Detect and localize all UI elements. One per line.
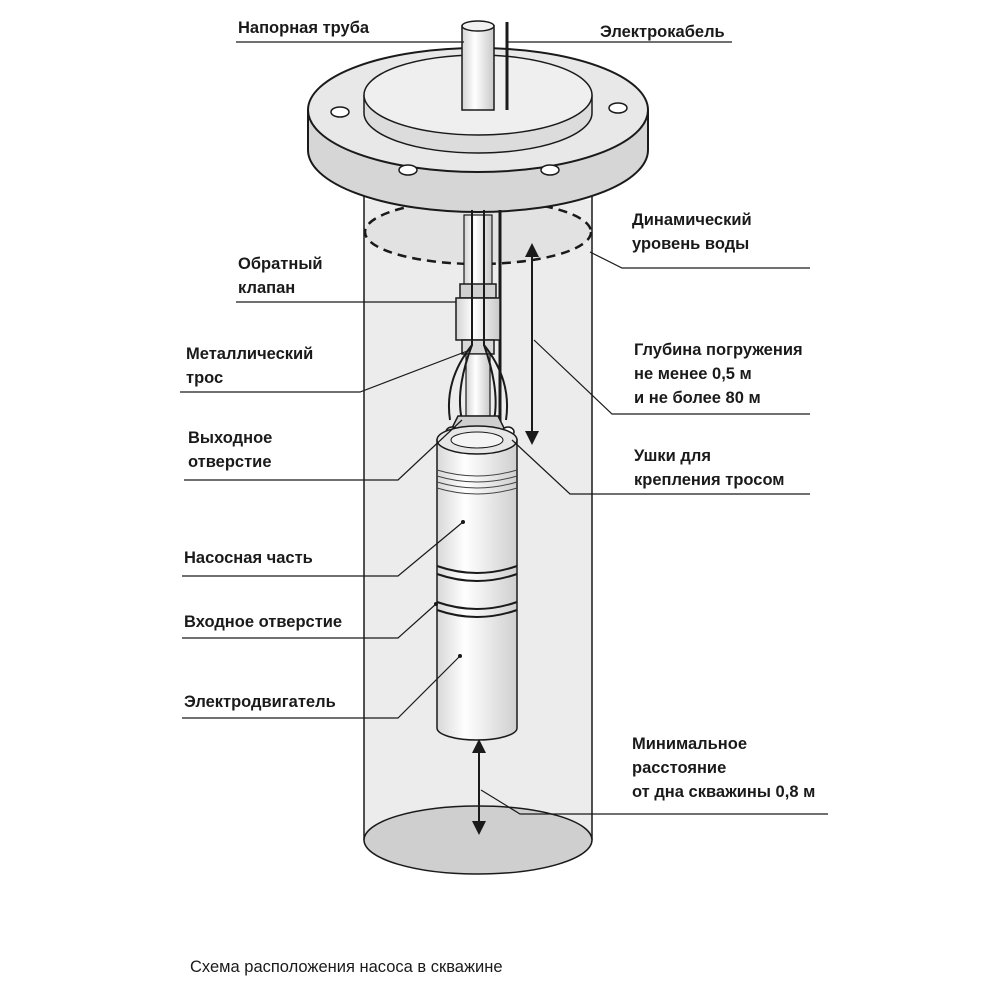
bolt-hole [330, 106, 350, 118]
bolt-hole [540, 164, 560, 176]
label-motor: Электродвигатель [184, 693, 336, 711]
leader-lugs [511, 439, 810, 495]
label-min-distance: Минимальное расстояние от дна скважины 0… [632, 735, 816, 801]
leader-motor [182, 655, 461, 719]
check-valve [455, 283, 501, 417]
bolt-hole [608, 102, 628, 114]
label-inlet: Входное отверстие [184, 613, 343, 631]
pressure-pipe [461, 20, 495, 286]
label-check-valve: Обратный клапан [238, 255, 323, 297]
metal-cable [447, 210, 509, 421]
label-dynamic-level: Динамический уровень воды [632, 211, 752, 253]
leader-submersion-depth [533, 339, 810, 415]
label-electric-cable: Электрокабель [600, 23, 725, 41]
leader-min-distance [480, 789, 828, 815]
leader-pump-part [182, 521, 464, 577]
diagram-caption: Схема расположения насоса в скважине [190, 958, 503, 976]
pump-body [434, 425, 518, 741]
leader-outlet [184, 419, 463, 481]
bolt-hole [398, 164, 418, 176]
label-metal-cable: Металлический трос [186, 345, 314, 387]
leader-inlet [182, 603, 437, 639]
label-submersion-depth: Глубина погружения не менее 0,5 м и не б… [634, 341, 803, 407]
leader-metal-cable [180, 349, 471, 393]
label-pressure-pipe: Напорная труба [238, 19, 370, 37]
leader-dynamic-level [589, 251, 810, 269]
label-pump-part: Насосная часть [184, 549, 313, 567]
label-outlet: Выходное отверстие [188, 429, 273, 471]
label-lugs: Ушки для крепления тросом [634, 447, 785, 489]
leader-lines [180, 41, 828, 815]
